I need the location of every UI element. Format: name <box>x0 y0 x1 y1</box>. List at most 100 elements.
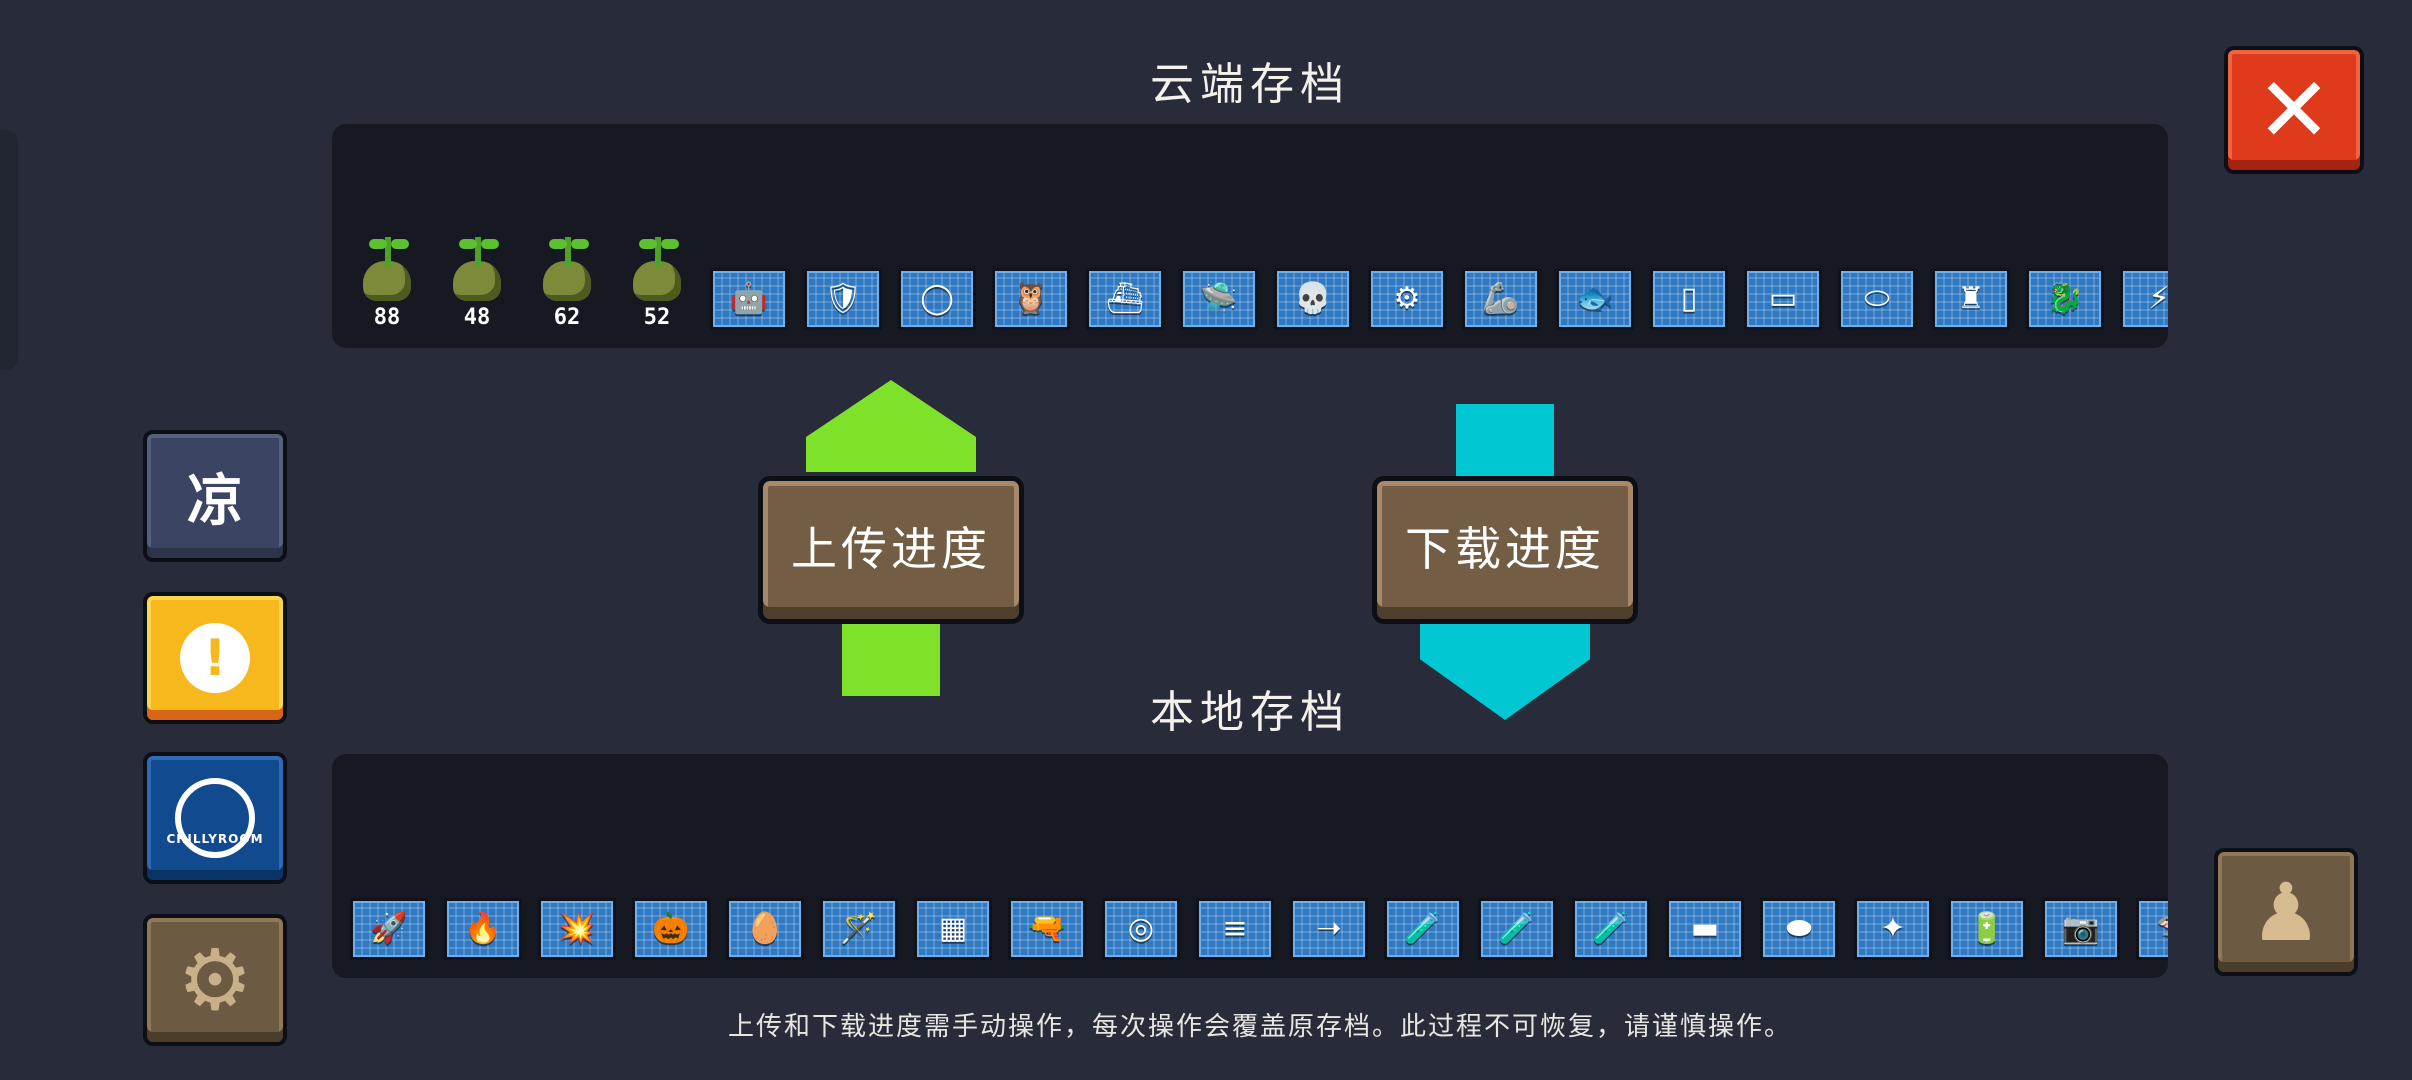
upload-progress-label: 上传进度 <box>791 522 991 576</box>
dragon-icon: 🐉 <box>2046 281 2084 316</box>
owl-icon: 🦉 <box>1012 281 1050 316</box>
seedling-icon <box>447 237 507 301</box>
item-slot[interactable]: ⬬ <box>1760 898 1838 960</box>
item-slot[interactable]: 🧪 <box>1478 898 1556 960</box>
cloud-items-row: 88 48 62 52 🤖 🛡 ◯ 🦉 ⛴ 🛸 💀 ⚙ 🦾 🐟 ▯ ▭ ⬭ ♜ 🐉 ⚡ <box>350 237 2168 330</box>
liang-button[interactable]: 凉 <box>143 430 287 562</box>
item-slot[interactable]: ➝ <box>1290 898 1368 960</box>
plant-slot[interactable]: 52 <box>620 237 694 330</box>
item-slot[interactable]: 🪄 <box>820 898 898 960</box>
pumpkin-icon: 🎃 <box>652 911 690 946</box>
item-slot[interactable]: 🚀 <box>350 898 428 960</box>
ufo-icon: 🛸 <box>1200 281 1238 316</box>
item-slot[interactable]: 🔫 <box>1008 898 1086 960</box>
item-slot[interactable]: ⚙ <box>1368 268 1446 330</box>
chillyroom-logo-text: CHILLYROOM <box>166 832 264 846</box>
item-slot[interactable]: 🛡 <box>804 268 882 330</box>
raygun-icon: ▬ <box>1690 911 1720 946</box>
plant-count: 62 <box>553 305 581 330</box>
pistol-icon: 🔫 <box>1028 911 1066 946</box>
item-slot[interactable]: ▬ <box>1666 898 1744 960</box>
pawn-icon: ♟ <box>2250 865 2322 959</box>
upload-arrow-stem <box>842 620 940 696</box>
item-slot[interactable]: 🧪 <box>1572 898 1650 960</box>
item-slot[interactable]: 💥 <box>538 898 616 960</box>
purple-potion-icon: 🧪 <box>1592 911 1630 946</box>
item-slot[interactable]: ▯ <box>1650 268 1728 330</box>
item-slot[interactable]: 🥚 <box>726 898 804 960</box>
seedling-icon <box>537 237 597 301</box>
plant-slot[interactable]: 62 <box>530 237 604 330</box>
notice-button[interactable]: ! <box>143 592 287 724</box>
torch-icon: 🔥 <box>464 911 502 946</box>
local-save-title: 本地存档 <box>1150 687 1350 738</box>
ring-icon: ◯ <box>920 281 954 316</box>
plant-slot[interactable]: 88 <box>350 237 424 330</box>
battery-icon: 🔋 <box>1968 911 2006 946</box>
item-slot[interactable]: 🔋 <box>1948 898 2026 960</box>
item-slot[interactable]: ✦ <box>1854 898 1932 960</box>
profile-button[interactable]: ♟ <box>2214 848 2358 976</box>
item-slot[interactable]: 🦾 <box>1462 268 1540 330</box>
gatling-icon: ≡ <box>1222 911 1248 946</box>
close-icon: ✕ <box>2256 57 2332 163</box>
skull-beast-icon: 💀 <box>1294 281 1332 316</box>
cloud-save-panel: 88 48 62 52 🤖 🛡 ◯ 🦉 ⛴ 🛸 💀 ⚙ 🦾 🐟 ▯ ▭ ⬭ ♜ 🐉 ⚡ <box>332 124 2168 348</box>
robot-icon: 🤖 <box>730 281 768 316</box>
item-slot[interactable]: 🎃 <box>632 898 710 960</box>
item-slot[interactable]: 🔥 <box>444 898 522 960</box>
settings-button[interactable]: ⚙ <box>143 914 287 1046</box>
plant-count: 52 <box>643 305 671 330</box>
item-slot[interactable]: ♜ <box>1932 268 2010 330</box>
exclamation-icon: ! <box>180 623 250 693</box>
tank-icon: 🛡 <box>823 281 863 316</box>
item-slot[interactable]: 🐉 <box>2026 268 2104 330</box>
item-slot[interactable]: 🧪 <box>1384 898 1462 960</box>
item-slot[interactable]: ≡ <box>1196 898 1274 960</box>
item-slot[interactable]: ▦ <box>914 898 992 960</box>
shuriken-icon: ✦ <box>1880 911 1906 946</box>
item-slot[interactable]: 🛸 <box>1180 268 1258 330</box>
shark-icon: 🦈 <box>2156 914 2168 944</box>
upload-arrow-head <box>806 380 976 472</box>
item-slot[interactable]: ⬭ <box>1838 268 1916 330</box>
item-slot[interactable]: ⛴ <box>1086 268 1164 330</box>
spear-icon: ➝ <box>1316 911 1342 946</box>
item-slot[interactable]: ◯ <box>898 268 976 330</box>
statue-icon: ♜ <box>1957 281 1985 316</box>
plant-slot[interactable]: 48 <box>440 237 514 330</box>
local-save-panel: 🚀 🔥 💥 🎃 🥚 🪄 ▦ 🔫 ◎ ≡ ➝ 🧪 🧪 🧪 ▬ ⬬ ✦ 🔋 📷 🦈 <box>332 754 2168 978</box>
download-progress-button[interactable]: 下载进度 <box>1372 476 1638 624</box>
download-arrow-stem <box>1456 404 1554 484</box>
seedling-icon <box>627 237 687 301</box>
cloud-save-title: 云端存档 <box>1150 59 1350 110</box>
plant-count: 48 <box>463 305 491 330</box>
item-slot[interactable]: ◎ <box>1102 898 1180 960</box>
item-slot[interactable]: 🤖 <box>710 268 788 330</box>
item-slot[interactable]: ⚡ <box>2120 268 2168 330</box>
upload-progress-button[interactable]: 上传进度 <box>758 476 1024 624</box>
close-button[interactable]: ✕ <box>2224 46 2364 174</box>
item-slot[interactable]: 🦈 <box>2136 898 2168 960</box>
gear-icon: ⚙ <box>177 931 253 1029</box>
chillyroom-button[interactable]: CHILLYROOM <box>143 752 287 884</box>
item-slot[interactable]: 📷 <box>2042 898 2120 960</box>
seedling-icon <box>357 237 417 301</box>
edge-drawer-tab[interactable] <box>0 130 18 370</box>
camera-gun-icon: 📷 <box>2062 911 2100 946</box>
local-items-row: 🚀 🔥 💥 🎃 🥚 🪄 ▦ 🔫 ◎ ≡ ➝ 🧪 🧪 🧪 ▬ ⬬ ✦ 🔋 📷 🦈 <box>350 898 2168 960</box>
item-slot[interactable]: 🐟 <box>1556 268 1634 330</box>
green-saucer-icon: ⬬ <box>1786 911 1812 946</box>
item-slot[interactable]: 💀 <box>1274 268 1352 330</box>
wand-icon: 🪄 <box>840 911 878 946</box>
submarine-icon: ⛴ <box>1105 281 1145 316</box>
grid-shield-icon: ▦ <box>938 911 968 946</box>
banner-icon: ▭ <box>1768 281 1798 316</box>
blue-potion-icon: 🧪 <box>1498 911 1536 946</box>
explosion-icon: 💥 <box>558 911 596 946</box>
item-slot[interactable]: ▭ <box>1744 268 1822 330</box>
item-slot[interactable]: 🦉 <box>992 268 1070 330</box>
lightning-icon: ⚡ <box>2148 281 2168 316</box>
arcade-cabinet-icon: ▯ <box>1680 281 1698 316</box>
egg-icon: 🥚 <box>746 911 784 946</box>
